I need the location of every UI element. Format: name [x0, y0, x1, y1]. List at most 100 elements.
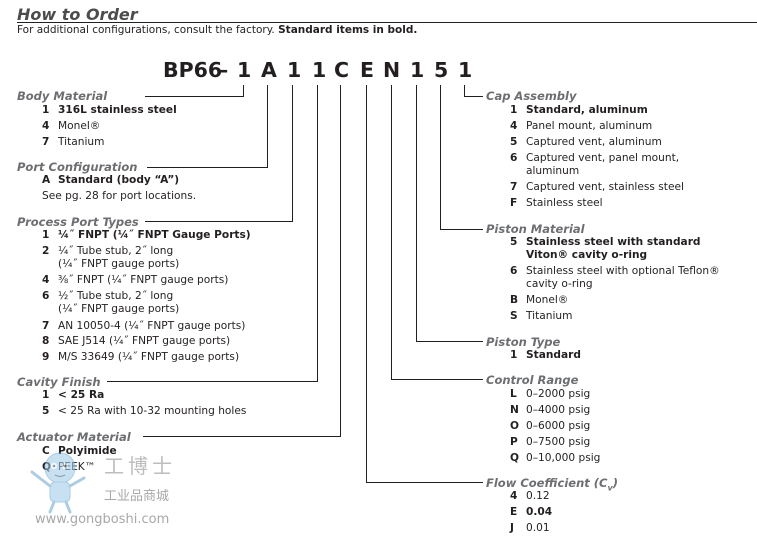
subtitle-text: For additional configurations, consult t…: [17, 24, 279, 36]
code-piston-material: 5: [434, 58, 449, 82]
option-label: 0–7500 psig: [526, 436, 591, 448]
option-label: M/S 33649 (¼˝ FNPT gauge ports): [58, 351, 240, 363]
code-actuator-material: C: [334, 58, 350, 82]
watermark-tagline: 工业品商城: [104, 489, 170, 504]
leader-port-horizontal: [147, 167, 267, 169]
option-code: E: [510, 506, 518, 518]
code-body-material: 1: [237, 58, 252, 82]
leader-process-horizontal: [145, 221, 292, 223]
option-code: 4: [510, 490, 518, 502]
option-code: 4: [42, 120, 50, 132]
option-code: 4: [42, 274, 50, 286]
leader-piston-material-vertical: [440, 85, 441, 230]
option-code: 1: [510, 349, 518, 361]
flow-title-subscript: v: [607, 483, 613, 493]
option-label: 316L stainless steel: [58, 104, 177, 116]
leader-cavity-vertical: [317, 85, 318, 382]
option-label-line-2: Viton® cavity o-ring: [526, 249, 648, 261]
watermark-brand: 工博士: [104, 454, 176, 478]
option-label-line-2: (¼˝ FNPT gauge ports): [58, 258, 180, 270]
option-label: Stainless steel with standard: [526, 236, 701, 248]
leader-cap-horizontal: [464, 96, 483, 98]
option-code: 7: [42, 320, 50, 332]
option-label-line-2: (¼˝ FNPT gauge ports): [58, 303, 180, 315]
option-label: Titanium: [58, 136, 105, 148]
option-label: 0–10,000 psig: [526, 452, 601, 464]
option-code: O: [510, 420, 520, 432]
section-title-body-material: Body Material: [17, 89, 108, 103]
option-code: P: [510, 436, 518, 448]
option-code: J: [510, 522, 514, 534]
leader-actuator-vertical: [340, 85, 341, 437]
code-piston-type: 1: [410, 58, 425, 82]
option-label-line-2: cavity o-ring: [526, 278, 593, 290]
leader-process-vertical: [292, 85, 293, 222]
section-title-piston-material: Piston Material: [486, 222, 585, 236]
page-subtitle: For additional configurations, consult t…: [17, 24, 417, 36]
leader-body-horizontal: [145, 96, 243, 98]
option-label: ¼˝ Tube stub, 2˝ long: [58, 245, 174, 257]
option-code: F: [510, 197, 518, 209]
model-prefix: BP66: [163, 58, 223, 82]
option-label: Panel mount, aluminum: [526, 120, 653, 132]
option-code: 8: [42, 335, 50, 347]
option-code: A: [42, 174, 51, 186]
section-title-piston-type: Piston Type: [486, 335, 561, 349]
option-label: Polyimide: [58, 445, 117, 457]
mascot-logo-icon: [30, 452, 86, 514]
option-code: 6: [42, 290, 50, 302]
option-code: 7: [510, 181, 518, 193]
option-label: Standard: [526, 349, 581, 361]
subtitle-bold-text: Standard items in bold.: [278, 24, 418, 36]
option-code: S: [510, 310, 518, 322]
code-cap-assembly: 1: [458, 58, 473, 82]
code-control-range: N: [383, 58, 401, 82]
watermark-url: www.gongboshi.com: [35, 512, 170, 527]
option-label: Monel®: [58, 120, 101, 132]
option-code: 5: [510, 136, 518, 148]
section-title-port-configuration: Port Configuration: [17, 160, 138, 174]
leader-piston-material-horizontal: [440, 229, 483, 231]
option-code: B: [510, 294, 519, 306]
leader-port-vertical: [267, 85, 268, 168]
leader-piston-type-vertical: [416, 85, 417, 342]
option-code: 7: [42, 136, 50, 148]
code-flow-coefficient: E: [360, 58, 375, 82]
section-title-flow-coefficient: Flow Coefficient (Cv): [486, 476, 618, 492]
option-label: Captured vent, stainless steel: [526, 181, 684, 193]
option-label: AN 10050-4 (¼˝ FNPT gauge ports): [58, 320, 246, 332]
section-title-control-range: Control Range: [486, 373, 579, 387]
option-label: Standard, aluminum: [526, 104, 648, 116]
option-code: L: [510, 388, 517, 400]
option-label: Titanium: [526, 310, 573, 322]
option-code: 5: [42, 405, 50, 417]
leader-body-vertical: [243, 85, 244, 97]
leader-cap-vertical: [464, 85, 465, 97]
flow-title-end: ): [612, 476, 618, 490]
section-title-cavity-finish: Cavity Finish: [17, 375, 101, 389]
option-label: ⅜˝ FNPT (¼˝ FNPT gauge ports): [58, 274, 229, 286]
leader-control-vertical: [391, 85, 392, 380]
leader-control-horizontal: [391, 379, 483, 381]
section-title-actuator-material: Actuator Material: [17, 430, 131, 444]
title-rule: [17, 22, 757, 23]
option-label: 0.12: [526, 490, 550, 502]
option-code: N: [510, 404, 519, 416]
option-code: 1: [42, 229, 50, 241]
code-port-configuration: A: [261, 58, 277, 82]
option-label: ¼˝ FNPT (¼˝ FNPT Gauge Ports): [58, 229, 251, 241]
flow-title-text: Flow Coefficient (C: [486, 476, 608, 490]
model-dash: –: [218, 58, 229, 82]
leader-flow-vertical: [366, 85, 367, 483]
section-title-process-port-types: Process Port Types: [17, 215, 139, 229]
option-label: < 25 Ra with 10-32 mounting holes: [58, 405, 247, 417]
option-label: Captured vent, panel mount,: [526, 152, 680, 164]
port-configuration-note: See pg. 28 for port locations.: [42, 190, 197, 202]
option-label: 0–4000 psig: [526, 404, 591, 416]
option-label: ½˝ Tube stub, 2˝ long: [58, 290, 174, 302]
code-cavity-finish: 1: [312, 58, 327, 82]
option-label: Stainless steel with optional Teflon®: [526, 265, 720, 277]
option-label: 0.01: [526, 522, 550, 534]
option-code: 5: [510, 236, 518, 248]
option-label: 0–2000 psig: [526, 388, 591, 400]
